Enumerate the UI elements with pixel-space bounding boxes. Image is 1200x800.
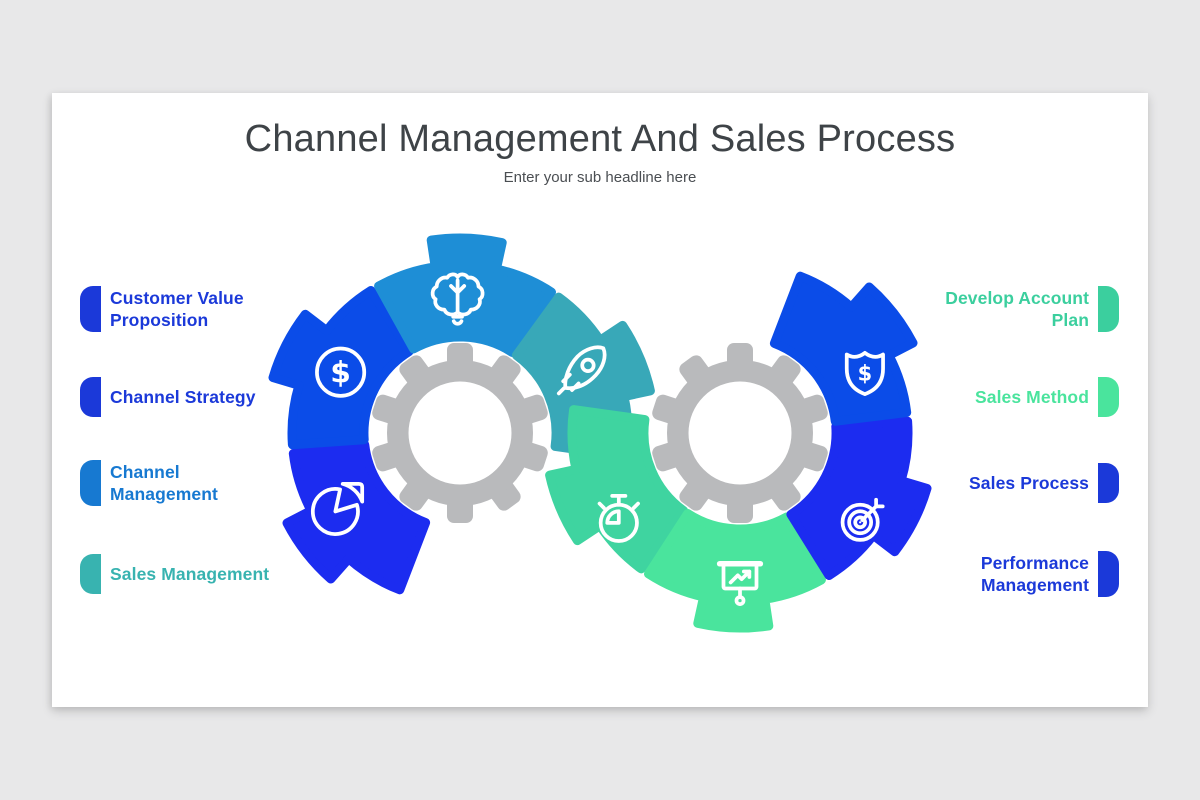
label-text: Sales Method bbox=[974, 387, 1089, 407]
segment-brain bbox=[374, 233, 556, 357]
rocket-icon bbox=[556, 345, 607, 396]
segment-presentation bbox=[644, 509, 826, 633]
process-diagram: $$ bbox=[250, 225, 950, 655]
shield-dollar-icon: $ bbox=[844, 350, 885, 396]
label-row-sales-process: Sales Process bbox=[969, 463, 1119, 503]
label-text: Develop Account Plan bbox=[945, 288, 1089, 330]
label-text: Performance Management bbox=[980, 553, 1089, 595]
segment-target bbox=[786, 416, 932, 580]
accent-bar bbox=[80, 377, 101, 417]
label-row-performance-management: Performance Management bbox=[919, 551, 1119, 597]
target-icon bbox=[840, 497, 885, 542]
process-diagram-svg: $$ bbox=[268, 233, 932, 633]
label-row-channel-strategy: Channel Strategy bbox=[80, 377, 256, 417]
segment-dollar-circle bbox=[268, 286, 414, 450]
accent-bar bbox=[1098, 551, 1119, 597]
label-text: Sales Management bbox=[110, 564, 270, 584]
label-text: Channel Management bbox=[110, 462, 218, 504]
label-row-develop-account-plan: Develop Account Plan bbox=[919, 286, 1119, 332]
slide-title: Channel Management And Sales Process bbox=[244, 118, 956, 160]
brain-icon bbox=[430, 272, 485, 326]
label-text: Channel Strategy bbox=[110, 387, 256, 407]
accent-bar bbox=[1098, 286, 1119, 332]
svg-text:$: $ bbox=[330, 356, 351, 391]
pie-chart-icon bbox=[310, 481, 365, 536]
label-row-customer-value-proposition: Customer Value Proposition bbox=[80, 286, 280, 332]
slide-canvas: Channel Management And Sales Process Ent… bbox=[52, 93, 1148, 707]
accent-bar bbox=[1098, 463, 1119, 503]
label-row-sales-method: Sales Method bbox=[975, 377, 1119, 417]
accent-bar bbox=[1098, 377, 1119, 417]
slide-subtitle: Enter your sub headline here bbox=[503, 169, 697, 186]
gear-icon bbox=[372, 343, 548, 523]
accent-bar bbox=[80, 460, 101, 506]
label-row-channel-management: Channel Management bbox=[80, 460, 280, 506]
label-text: Sales Process bbox=[969, 473, 1089, 493]
accent-bar bbox=[80, 286, 101, 332]
dollar-circle-icon: $ bbox=[315, 346, 367, 398]
accent-bar bbox=[80, 554, 101, 594]
stopwatch-icon bbox=[597, 494, 640, 543]
presentation-icon bbox=[716, 561, 764, 606]
label-row-sales-management: Sales Management bbox=[80, 554, 269, 594]
label-text: Customer Value Proposition bbox=[110, 288, 244, 330]
svg-text:$: $ bbox=[858, 361, 873, 385]
gear-icon bbox=[652, 343, 828, 523]
